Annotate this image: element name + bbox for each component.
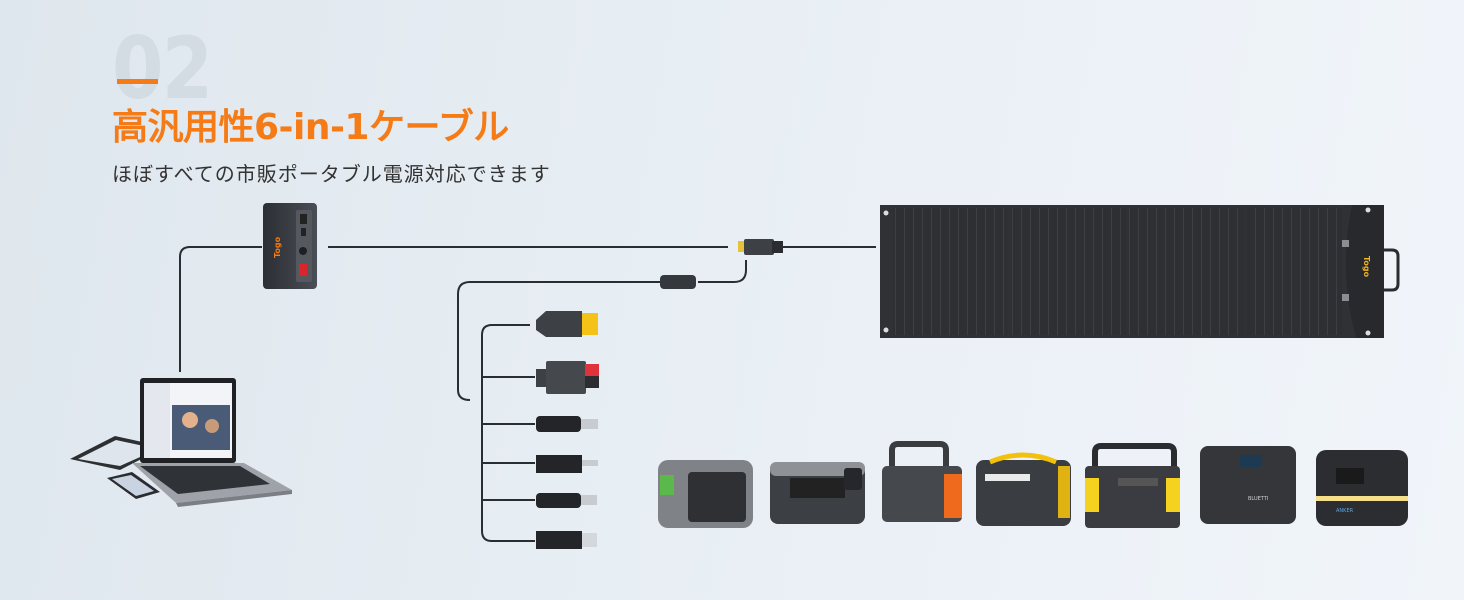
cables (179, 246, 876, 542)
svg-text:BLUETTI: BLUETTI (1248, 496, 1268, 502)
power-station-ecoflow (770, 462, 865, 524)
power-station-anker: ANKER (1316, 450, 1408, 526)
connector-dc-5525 (536, 493, 597, 508)
hub-device: Togo (263, 203, 317, 289)
power-station-bluetti: BLUETTI (1200, 446, 1296, 524)
connector-anderson (536, 361, 599, 394)
cable-main-trunk (457, 281, 660, 401)
cable-branch (698, 260, 747, 283)
svg-text:Togo: Togo (1362, 256, 1371, 278)
power-station-jackery-2 (976, 452, 1071, 526)
svg-text:ANKER: ANKER (1336, 508, 1354, 514)
laptop-group (70, 378, 292, 507)
accent-bar (117, 79, 158, 84)
dc-plug-female (660, 275, 696, 289)
connector-xt60 (536, 311, 598, 337)
solar-panel: Togo (880, 205, 1400, 338)
connector-dc-5521 (536, 416, 598, 432)
power-station-jackery-3 (1085, 443, 1180, 528)
svg-text:Togo: Togo (273, 236, 282, 258)
cable-connector-bus (481, 324, 535, 542)
connector-dc-7909 (536, 531, 597, 549)
power-station-jackery-1 (882, 441, 962, 522)
section-number: 02 (112, 19, 213, 119)
cable-hub-to-laptop (179, 246, 262, 372)
section-subtitle: ほぼすべての市販ポータブル電源対応できます (112, 162, 551, 186)
connector-dc-8mm (536, 455, 598, 473)
section-title: 高汎用性6-in-1ケーブル (112, 107, 509, 148)
dc-plug-male (738, 239, 783, 255)
power-station-allpowers (658, 460, 753, 528)
